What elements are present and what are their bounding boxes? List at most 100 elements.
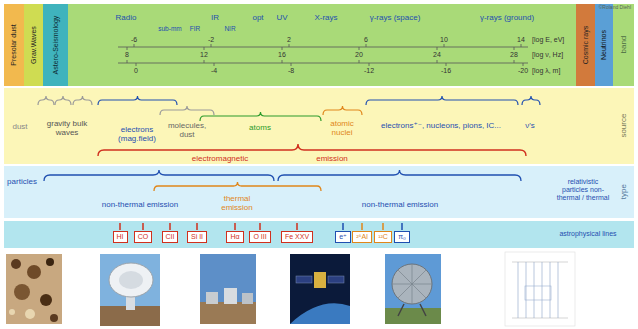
band-name: opt [252, 13, 263, 22]
label-holder: ν's [525, 121, 535, 130]
label-holder: 24 [433, 51, 441, 59]
label-holder: -12 [364, 67, 374, 75]
band-name: FIR [190, 25, 200, 32]
line-box: Si II [187, 231, 207, 243]
watermark: ©Roland Diehl [599, 4, 631, 10]
line-name: CO [138, 233, 149, 240]
label-holder: dust [12, 122, 27, 131]
type-panel: type [4, 166, 634, 218]
source-braces [38, 96, 540, 156]
label-holder: 16 [278, 51, 286, 59]
text-holder: Neutrinos [595, 4, 613, 86]
photo-alma [100, 254, 160, 326]
axis-tick: 6 [364, 36, 368, 43]
label-holder: -16 [441, 67, 451, 75]
text-holder: Astero-Seismology [43, 4, 68, 86]
band-column: Neutrinos [595, 4, 613, 86]
band-column: Grav.Waves [24, 4, 43, 86]
label-holder: atomic nuclei [322, 119, 362, 137]
band-column: Cosmic rays [576, 4, 595, 86]
band-name: Radio [116, 13, 137, 22]
label-holder: molecules, dust [161, 121, 213, 139]
axis-tick: 0 [134, 67, 138, 74]
line-name: ¹²C [378, 233, 388, 240]
line-box: CO [134, 231, 153, 243]
label-holder: 28 [510, 51, 518, 59]
text-holder: Presolar dust [4, 4, 24, 86]
type-label: thermal emission [221, 194, 253, 212]
band-name: X-rays [314, 13, 337, 22]
label-holder: opt [252, 13, 263, 22]
text-holder: type [613, 166, 634, 218]
source-label: molecules, dust [168, 121, 206, 139]
line-ticks [120, 223, 402, 230]
line-name: ²⁶Al [356, 233, 367, 240]
label-holder: [log λ, m] [532, 67, 560, 75]
axis-tick: -6 [131, 36, 137, 43]
band-column: Presolar dust [4, 4, 24, 86]
label-holder: X-rays [314, 13, 337, 22]
line-name: Si II [191, 233, 203, 240]
photo-vlt [200, 254, 256, 324]
photo-hess [385, 254, 441, 324]
band-name: NIR [224, 25, 235, 32]
label-holder: 20 [355, 51, 363, 59]
axis-tick: 2 [287, 36, 291, 43]
axis-unit: [log λ, m] [532, 67, 560, 74]
text-holder: band [613, 4, 634, 86]
axis-tick: 28 [510, 51, 518, 58]
source-label: atoms [249, 123, 271, 132]
label-holder: 2 [287, 36, 291, 44]
label-holder: 8 [125, 51, 129, 59]
column-label: Neutrinos [600, 6, 608, 84]
axis-tick: 8 [125, 51, 129, 58]
label-holder: particles [7, 177, 37, 186]
panel-title: source [619, 90, 628, 162]
label-holder: -20 [518, 67, 528, 75]
label-holder: Radio [116, 13, 137, 22]
source-label: electrons (mag.field) [118, 125, 156, 143]
axis-tick: 24 [433, 51, 441, 58]
band-name: γ-rays (ground) [480, 13, 534, 22]
axis-tick: -20 [518, 67, 528, 74]
line-box: CII [162, 231, 179, 243]
axis-scales [118, 44, 528, 66]
axis-tick: -16 [441, 67, 451, 74]
line-box: Fe XXV [281, 231, 313, 243]
line-box: π₀ [394, 231, 410, 243]
type-label: non-thermal emission [362, 200, 438, 209]
label-holder: IR [211, 13, 219, 22]
photo-meteorite [6, 254, 62, 324]
axis-unit: [log E, eV] [532, 36, 564, 43]
label-holder: 14 [517, 36, 525, 44]
label-holder: 0 [134, 67, 138, 75]
label-holder: NIR [224, 25, 235, 32]
label-holder: γ-rays (ground) [480, 13, 534, 22]
axis-tick: -2 [208, 36, 214, 43]
line-box: ¹²C [374, 231, 392, 243]
label-holder: non-thermal emission [102, 200, 178, 209]
band-name: γ-rays (space) [370, 13, 421, 22]
type-label: particles [7, 177, 37, 186]
label-holder: -4 [211, 67, 217, 75]
text-holder: Cosmic rays [576, 4, 595, 86]
axis-tick: 14 [517, 36, 525, 43]
label-holder: electromagnetic [192, 154, 248, 163]
column-label: Presolar dust [10, 6, 18, 84]
line-box: O III [249, 231, 270, 243]
label-holder: UV [276, 13, 287, 22]
line-box: ²⁶Al [352, 231, 371, 243]
line-name: π₀ [398, 233, 406, 240]
label-holder: -2 [208, 36, 214, 44]
axis-tick: -8 [288, 67, 294, 74]
line-box: e⁺ [335, 231, 351, 243]
column-label: Astero-Seismology [51, 6, 59, 84]
label-holder: γ-rays (space) [370, 13, 421, 22]
axis-tick: 12 [200, 51, 208, 58]
line-name: e⁺ [339, 233, 347, 240]
label-holder: FIR [190, 25, 200, 32]
label-holder: electrons (mag.field) [107, 125, 167, 143]
